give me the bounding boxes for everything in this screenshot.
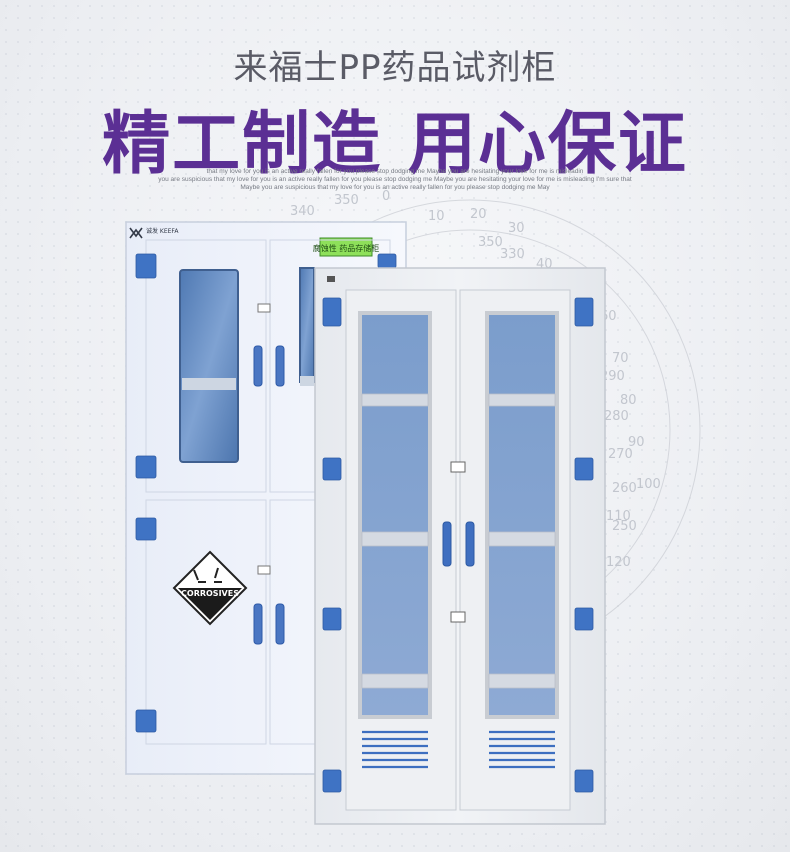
headline-title: 精工制造 用心保证: [102, 105, 688, 184]
dial-number: 250: [612, 519, 637, 534]
vent-left: [362, 730, 428, 769]
vent-right: [489, 730, 555, 769]
corrosives-text: CORROSIVES: [181, 589, 239, 598]
brand-logo-text: 诚发 KEEFA: [146, 227, 179, 235]
tagline-line-2: you are suspicious that my love for you …: [158, 176, 632, 183]
right-cabinet: [314, 267, 606, 825]
dial-number: 0: [382, 189, 390, 204]
product-subtitle: 来福士PP药品试剂柜: [233, 48, 557, 88]
dial-number: 70: [612, 351, 629, 366]
tagline-line-1: that my love for you is an active really…: [206, 168, 584, 175]
dial-number: 330: [500, 247, 525, 262]
brand-logo: 诚发 KEEFA: [129, 227, 179, 239]
tagline-line-3: Maybe you are suspicious that my love fo…: [240, 184, 550, 191]
dial-number: 270: [608, 447, 633, 462]
dial-number: 80: [620, 393, 637, 408]
dial-number: 100: [636, 477, 661, 492]
dial-number: 30: [508, 221, 525, 236]
dial-number: 120: [606, 555, 631, 570]
dial-number: 280: [604, 409, 629, 424]
dial-number: 290: [600, 369, 625, 384]
dial-number: 90: [628, 435, 645, 450]
green-label-text: 腐蚀性 药品存储柜: [313, 243, 380, 253]
corrosives-hazard-label: CORROSIVES: [172, 550, 248, 626]
dial-number: 10: [428, 209, 445, 224]
dial-number: 110: [606, 509, 631, 524]
dial-number: 20: [470, 207, 487, 222]
dial-number: 340: [290, 204, 315, 219]
dial-number: 350: [478, 235, 503, 250]
green-warning-label: 腐蚀性 药品存储柜: [313, 237, 380, 257]
dial-number: 260: [612, 481, 637, 496]
dial-number: 350: [334, 193, 359, 208]
